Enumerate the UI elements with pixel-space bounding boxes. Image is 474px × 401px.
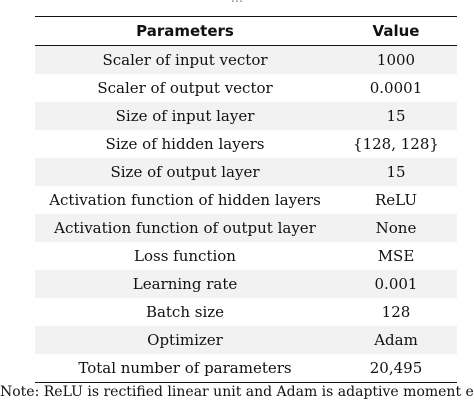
parameter-name: Scaler of input vector [102,51,268,69]
parameter-value: 15 [386,107,406,125]
parameter-value: None [375,219,417,237]
parameter-value: 15 [386,163,406,181]
parameters-table: Parameters Value Scaler of input vector … [35,16,457,383]
table-row: Scaler of input vector 1000 [35,45,457,74]
parameter-value: MSE [377,247,415,265]
table-row: Total number of parameters 20,495 [35,354,457,383]
table-row: Optimizer Adam [35,326,457,354]
header-row: Parameters Value [35,16,457,46]
header-parameters: Parameters [136,22,234,40]
parameter-name: Learning rate [132,275,238,293]
table-row: Activation function of output layer None [35,214,457,242]
parameter-name: Size of hidden layers [105,135,265,153]
parameter-value: ReLU [375,191,417,209]
parameter-name: Optimizer [147,331,223,349]
parameters-table-container: Parameters Value Scaler of input vector … [35,16,457,383]
table-row: Loss function MSE [35,242,457,270]
parameter-name: Total number of parameters [78,359,292,377]
table-row: Size of input layer 15 [35,102,457,130]
table-row: Learning rate 0.001 [35,270,457,298]
parameter-value: 1000 [376,51,416,69]
parameter-value: 128 [381,303,411,321]
parameter-name: Batch size [145,303,225,321]
parameter-value: 0.001 [374,275,418,293]
parameter-name: Scaler of output vector [97,79,273,97]
table-row: Activation function of hidden layers ReL… [35,186,457,214]
caption-fragment: ... [0,0,474,5]
parameter-value: Adam [374,331,418,349]
table-row: Scaler of output vector 0.0001 [35,74,457,102]
table-body: Scaler of input vector 1000 Scaler of ou… [35,45,457,383]
table-note: Note: ReLU is rectified linear unit and … [0,384,474,400]
parameter-value: {128, 128} [353,135,439,153]
parameter-value: 20,495 [369,359,423,377]
parameter-name: Activation function of output layer [54,219,316,237]
table-row: Size of hidden layers {128, 128} [35,130,457,158]
table-row: Batch size 128 [35,298,457,326]
table-row: Size of output layer 15 [35,158,457,186]
parameter-name: Size of input layer [115,107,255,125]
parameter-name: Activation function of hidden layers [49,191,321,209]
parameter-value: 0.0001 [369,79,423,97]
parameter-name: Size of output layer [110,163,260,181]
parameter-name: Loss function [134,247,236,265]
header-value: Value [372,22,420,40]
table-header: Parameters Value [35,16,457,46]
